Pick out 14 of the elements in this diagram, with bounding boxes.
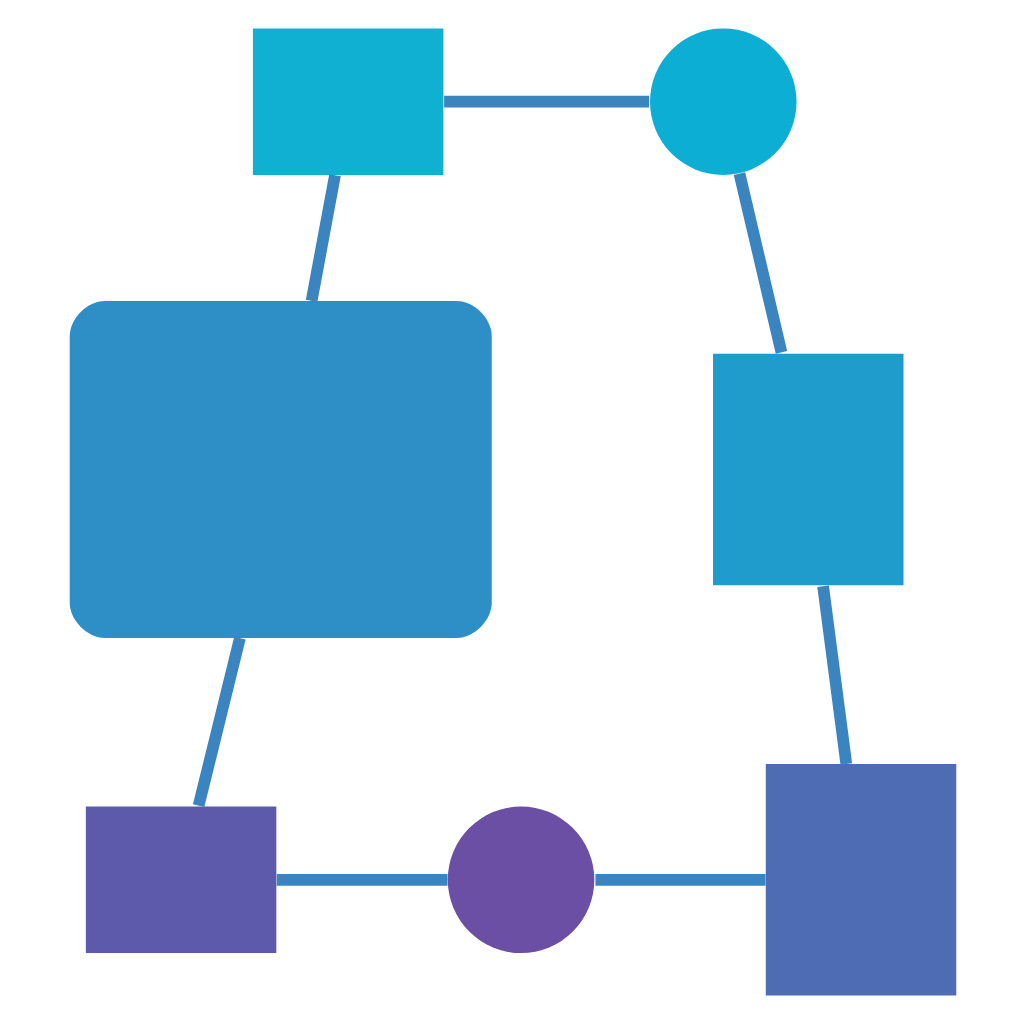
node-box bbox=[68, 301, 491, 638]
node-circle bbox=[446, 806, 594, 954]
node-box bbox=[84, 806, 276, 954]
connector bbox=[816, 585, 852, 765]
connector bbox=[443, 95, 649, 108]
node-circle bbox=[649, 28, 796, 175]
connector bbox=[304, 174, 340, 302]
node-box bbox=[764, 764, 956, 996]
node-box bbox=[712, 353, 903, 586]
node-box bbox=[251, 28, 443, 175]
connector bbox=[732, 172, 787, 354]
connector bbox=[594, 873, 765, 886]
connector bbox=[275, 873, 447, 886]
connector bbox=[191, 636, 245, 808]
